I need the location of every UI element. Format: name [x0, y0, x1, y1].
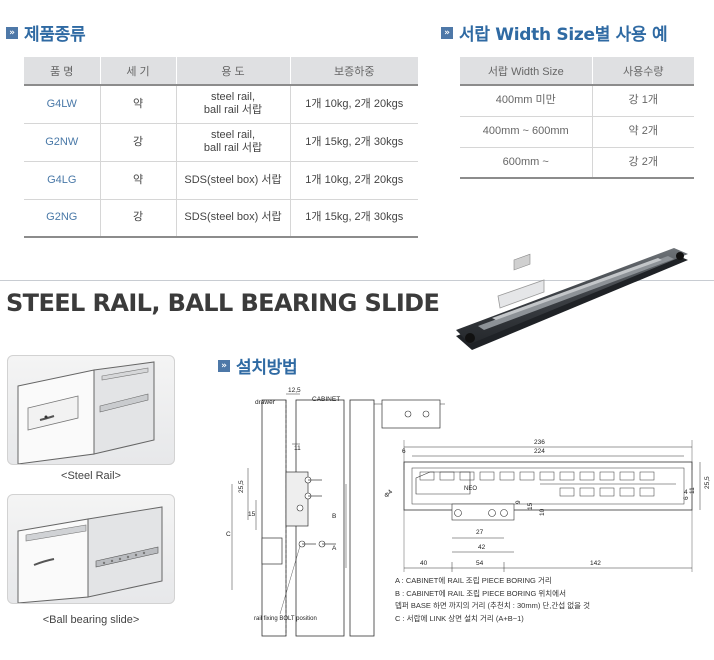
product-load: 1개 10kg, 2개 20kgs — [289, 161, 418, 200]
label-b: B — [332, 513, 336, 520]
product-strength: 약 — [99, 161, 176, 200]
table-row: G2NW 강 steel rail,ball rail 서랍 1개 15kg, … — [24, 123, 418, 162]
product-use: steel rail,ball rail 서랍 — [175, 84, 290, 124]
note-b: B : CABINET에 RAIL 조립 PIECE BORING 위치에서 — [395, 588, 566, 598]
product-strength: 강 — [99, 199, 176, 238]
table-row: G2NG 강 SDS(steel box) 서랍 1개 15kg, 2개 30k… — [24, 199, 418, 238]
ball-bearing-photo — [7, 494, 175, 604]
drawer-label: drawer — [255, 399, 276, 406]
col-header-width: 서랍 Width Size — [460, 57, 592, 85]
dim-11: 11 — [294, 445, 301, 452]
product-use: SDS(steel box) 서랍 — [175, 199, 290, 238]
dim-12-5: 12,5 — [288, 387, 301, 394]
product-code: G4LG — [24, 161, 100, 200]
col-header-strength: 세 기 — [99, 57, 176, 85]
double-chevron-icon: » — [441, 26, 453, 39]
product-strength: 강 — [99, 123, 176, 162]
section-title-width-usage: » 서랍 Width Size별 사용 예 — [441, 20, 668, 45]
dim-15-b: 15 — [527, 502, 534, 510]
dim-142: 142 — [590, 560, 601, 567]
product-use: steel rail,ball rail 서랍 — [175, 123, 290, 162]
usage-qty: 강 1개 — [591, 84, 694, 117]
col-header-load: 보증하중 — [289, 57, 418, 85]
dim-54: 54 — [476, 560, 484, 567]
product-use: SDS(steel box) 서랍 — [175, 161, 290, 200]
dim-27: 27 — [476, 529, 484, 536]
label-c: C — [226, 531, 231, 538]
dim-6-right: 6 — [683, 496, 690, 500]
section-divider — [0, 280, 714, 281]
col-header-use: 용 도 — [175, 57, 290, 85]
width-size: 400mm 미만 — [460, 84, 592, 117]
dim-10: 10 — [539, 508, 546, 516]
page-title: STEEL RAIL, BALL BEARING SLIDE — [6, 289, 440, 317]
section-title-text: 제품종류 — [24, 25, 86, 45]
section-title-text: 서랍 Width Size별 사용 예 — [459, 25, 668, 45]
dim-15: 15 — [248, 511, 256, 518]
product-load: 1개 15kg, 2개 30kgs — [289, 199, 418, 238]
col-header-qty: 사용수량 — [591, 57, 694, 85]
section-title-text: 설치방법 — [236, 358, 298, 378]
drawer-panel — [261, 399, 287, 637]
col-header-name: 품 명 — [24, 57, 100, 85]
label-a: A — [332, 545, 337, 552]
cabinet-label: CABINET — [312, 396, 340, 403]
steel-rail-caption: <Steel Rail> — [61, 470, 121, 482]
double-chevron-icon: » — [6, 26, 18, 39]
product-code: G4LW — [24, 84, 100, 124]
product-type-table: 품 명 세 기 용 도 보증하중 G4LW 약 steel rail,ball … — [24, 57, 418, 238]
product-strength: 약 — [99, 84, 176, 124]
width-usage-table: 서랍 Width Size 사용수량 400mm 미만 강 1개 400mm ~… — [460, 57, 694, 179]
width-size: 600mm ~ — [460, 147, 592, 179]
dim-25-5-right: 25,5 — [704, 476, 711, 489]
double-chevron-icon: » — [218, 359, 230, 372]
dim-4: 4 — [684, 489, 688, 496]
note-a: A : CABINET에 RAIL 조립 PIECE BORING 거리 — [395, 576, 552, 585]
note-c: C : 서랍에 LINK 상면 설치 거리 (A+B−1) — [395, 613, 524, 623]
usage-qty: 강 2개 — [591, 147, 694, 179]
note-b-cont: 뎁퍼 BASE 하면 까지의 거리 (추천치 : 30mm) 단,간섭 없을 것 — [395, 601, 591, 610]
dim-42: 42 — [478, 544, 486, 551]
product-load: 1개 15kg, 2개 30kgs — [289, 123, 418, 162]
table-row: G4LW 약 steel rail,ball rail 서랍 1개 10kg, … — [24, 84, 418, 124]
usage-qty: 약 2개 — [591, 116, 694, 148]
dim-40: 40 — [420, 560, 428, 567]
product-code: G2NW — [24, 123, 100, 162]
dim-9: 9 — [515, 500, 522, 504]
section-title-installation: » 설치방법 — [218, 353, 298, 378]
damper-product-image — [456, 248, 688, 350]
table-row: 400mm 미만 강 1개 — [460, 84, 694, 117]
ball-bearing-caption: <Ball bearing slide> — [42, 614, 140, 626]
dim-11-right: 11 — [689, 487, 696, 494]
damper-logo: NEO — [464, 486, 477, 492]
dim-phi4: Φ4 — [383, 488, 394, 499]
product-load: 1개 10kg, 2개 20kgs — [289, 84, 418, 124]
width-size: 400mm ~ 600mm — [460, 116, 592, 148]
section-title-product-types: » 제품종류 — [6, 20, 86, 45]
product-code: G2NG — [24, 199, 100, 238]
rail-bolt-label: rail fixing BOLT position — [254, 616, 317, 622]
steel-rail-photo — [7, 355, 175, 465]
table-row: 600mm ~ 강 2개 — [460, 147, 694, 179]
installation-notes: A : CABINET에 RAIL 조립 PIECE BORING 거리 B :… — [395, 575, 590, 625]
dim-25-5: 25,5 — [238, 480, 245, 493]
dim-236: 236 — [534, 439, 545, 446]
table-row: G4LG 약 SDS(steel box) 서랍 1개 10kg, 2개 20k… — [24, 161, 418, 200]
dim-224: 224 — [534, 448, 545, 455]
table-row: 400mm ~ 600mm 약 2개 — [460, 116, 694, 148]
